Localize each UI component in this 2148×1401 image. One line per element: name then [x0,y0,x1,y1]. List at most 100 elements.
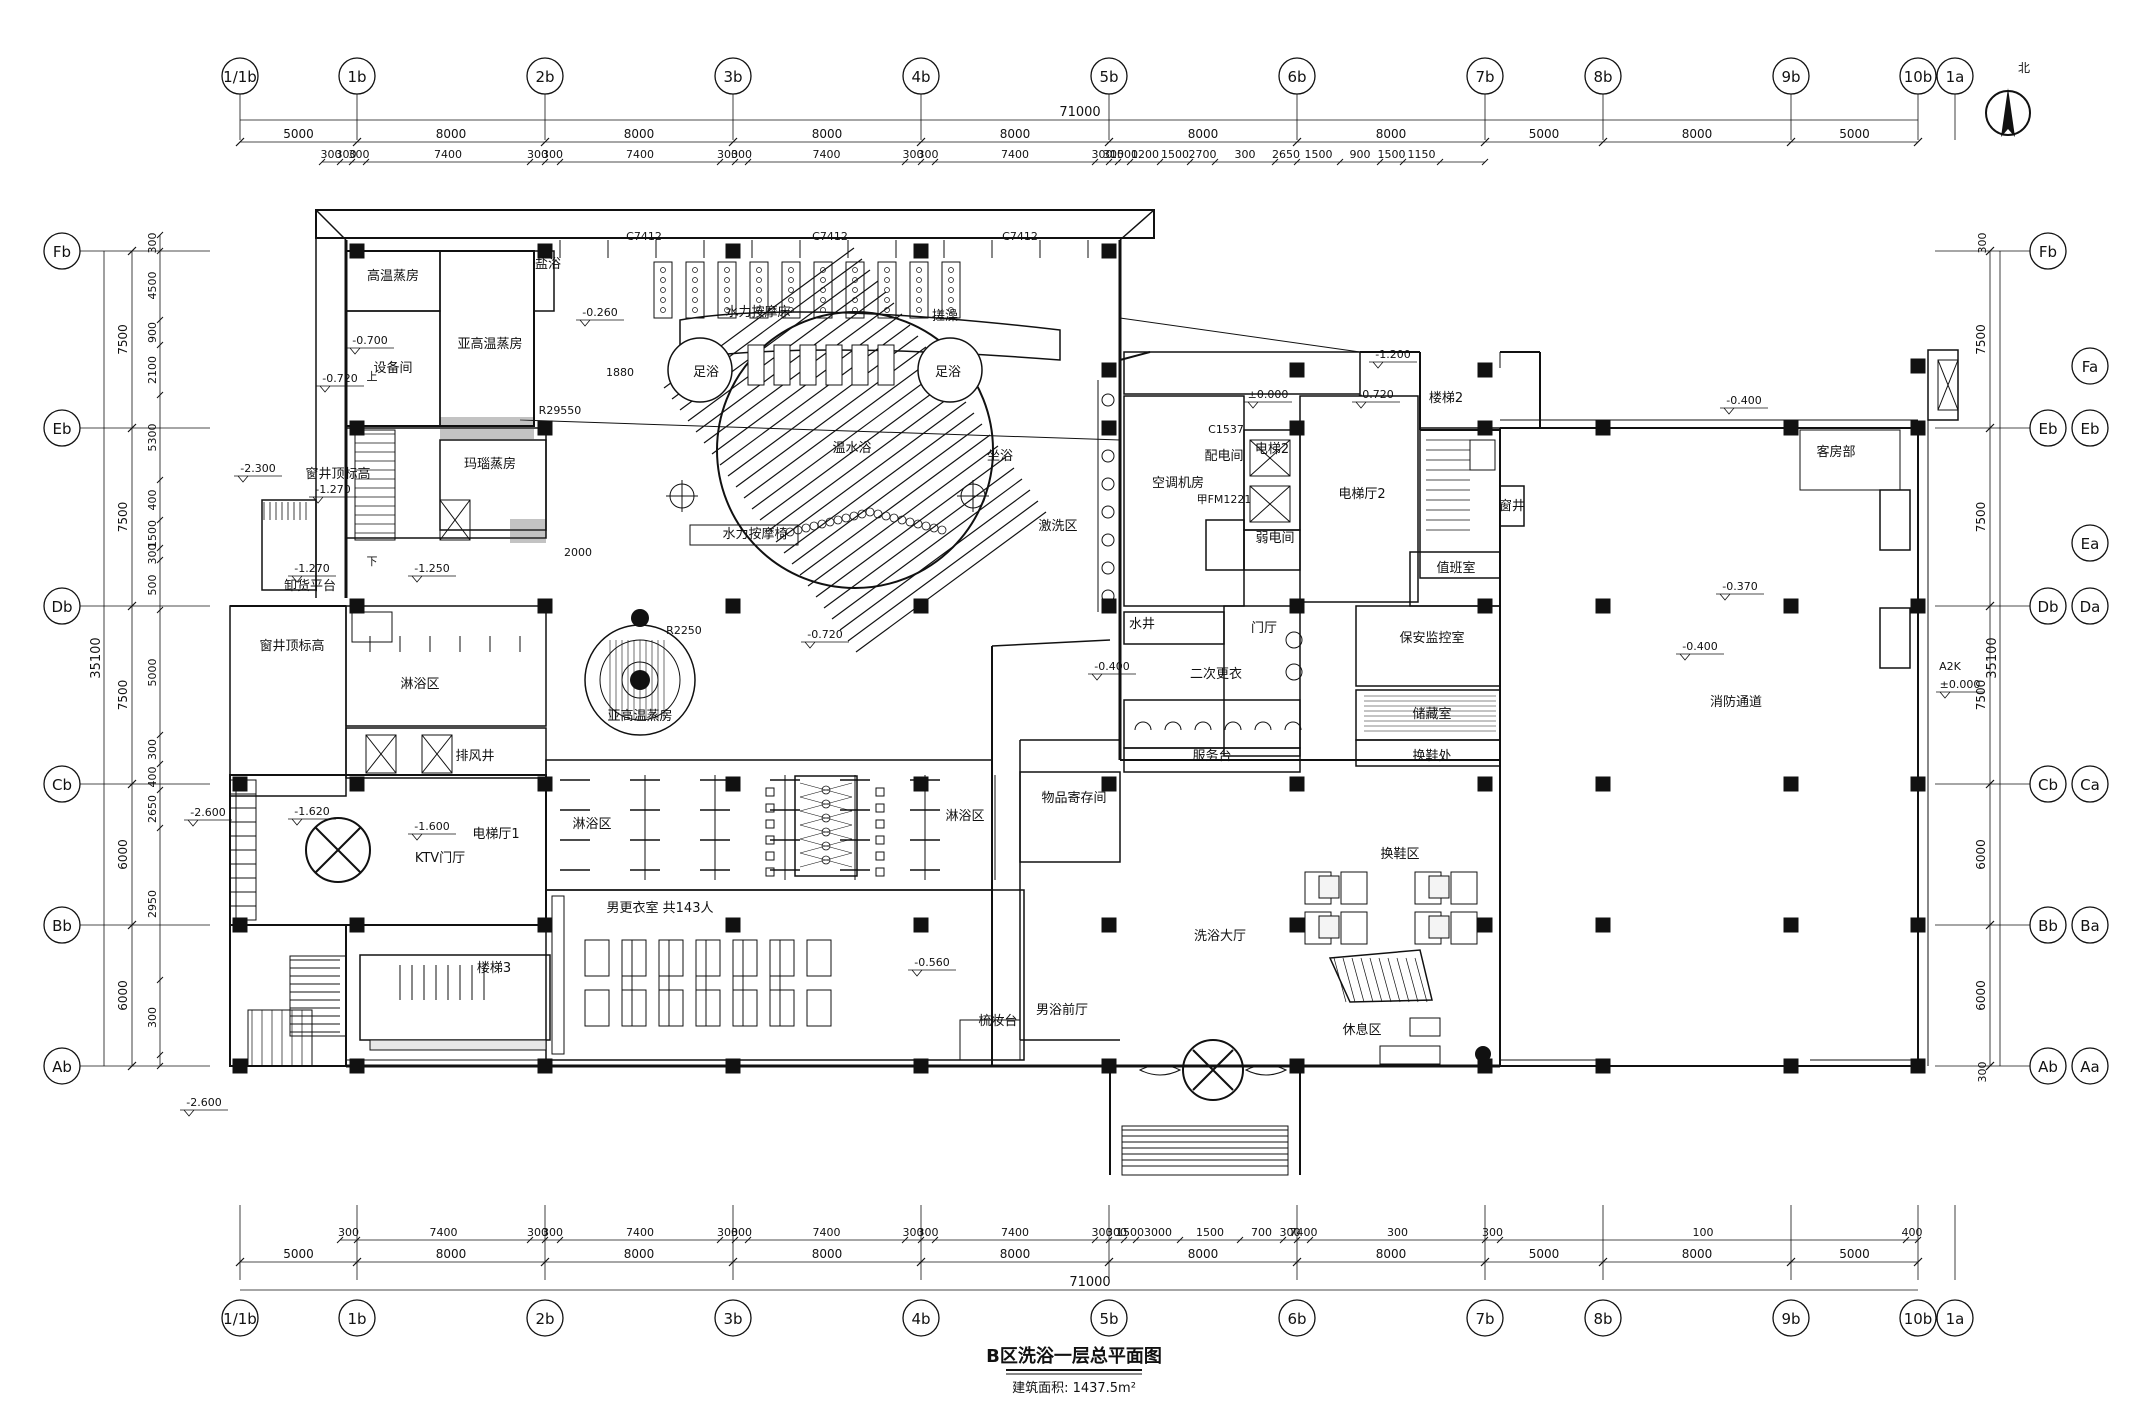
room-label-foot-bath-right: 足浴 [935,365,961,380]
scrub-nozzle [821,813,831,823]
dimension-tick [318,158,326,166]
column [1101,362,1117,378]
column [1101,243,1117,259]
rinse-basin [1101,393,1115,407]
locker-divider [658,939,670,1027]
plant [1285,631,1303,649]
room-label-guest-room-dept: 客房部 [1816,444,1855,460]
grid-bubble-bottom [1936,1299,1974,1337]
dimension-tick [352,137,362,147]
jet [820,297,826,303]
hydro-massage-bed-unit [717,261,737,319]
dimension-tick [156,544,164,552]
revolving-door-blade [1192,1049,1234,1091]
grid-label-right-b: Eb [2039,420,2058,438]
dimension-tick [917,1236,925,1244]
dimension-tick [526,1236,534,1244]
wall-line [1119,351,1151,361]
grid-label-left: Bb [52,917,72,935]
dimension-text: 6000 [1974,839,1988,870]
elevation-triangle [183,1109,195,1117]
dimension-text: 300 [542,1226,563,1239]
shoe-change-box [1355,739,1501,767]
plan-note: C7412 [1002,230,1038,243]
jet [756,297,762,303]
dimension-tick [348,158,356,166]
dimension-tick [235,137,245,147]
column [1289,420,1305,436]
room-label-shoe-change-area: 换鞋区 [1380,846,1419,862]
title-block: B区洗浴一层总平面图 建筑面积: 1437.5m² [986,1345,1162,1396]
grid-label-bottom: 8b [1593,1310,1612,1328]
dimension-tick [556,1236,564,1244]
jet [788,287,794,293]
elevation-triangle [911,969,923,977]
dimension-text: 3000 [1144,1226,1172,1239]
entry-canopy [1138,1064,1182,1076]
dimension-tick [156,247,164,255]
room-label-jade-sauna: 玛瑙蒸房 [464,456,516,472]
grid-label-bottom: 2b [535,1310,554,1328]
dimension-tick [1120,1236,1128,1244]
dimension-text: 5300 [146,424,159,452]
rest-table [1409,1017,1441,1037]
spiral-tread [1405,957,1419,1003]
grid-label-right-a: Ca [2080,776,2100,794]
elevation-triangle [349,347,361,355]
grid-bubble-top [526,57,564,95]
jet [948,277,954,283]
grid-label-left: Eb [53,420,72,438]
plan-note: 2000 [564,546,592,559]
massage-chair [905,517,915,527]
dimension-text: 400 [146,490,159,511]
grid-label-top: 9b [1781,68,1800,86]
north-label: 北 [2018,61,2030,75]
grid-label-right-b: Ab [2038,1058,2058,1076]
jet [660,267,666,273]
grid-bubble-bottom [714,1299,752,1337]
dimension-text: 2100 [146,356,159,384]
dimension-tick [1902,1236,1910,1244]
grid-label-left: Db [51,598,72,616]
grid-bubble-right-a [2071,347,2109,385]
dimension-text: 300 [1092,1226,1113,1239]
elevation-triangle [411,833,423,841]
elevation-triangle [1355,401,1367,409]
bench-seat [1284,721,1302,731]
dimension-text: 7500 [116,324,130,355]
massage-chair [849,511,859,521]
hydro-massage-bed-unit [909,261,929,319]
dimension-text: 7500 [116,680,130,711]
dimension-tick [541,158,549,166]
column [913,243,929,259]
dimension-tick [728,1257,738,1267]
dimension-text: 1500 [1378,148,1406,161]
coffee-table [1318,915,1340,939]
grid-bubble-bottom [221,1299,259,1337]
dimension-tick [1104,137,1114,147]
dimension-tick [1132,1236,1140,1244]
room-label-power-room: 配电间 [1204,449,1243,464]
column [1477,776,1493,792]
dimension-tick [1126,158,1134,166]
room-label-window-well-top-2: 窗井顶标高 [259,638,324,654]
column [349,1058,365,1074]
chamfer-line [315,209,347,241]
dimension-tick [336,1236,344,1244]
plan-note: 上 [367,370,378,383]
column [913,776,929,792]
grid-label-top: 2b [535,68,554,86]
elevation-triangle [579,319,591,327]
stair-3-box [359,954,551,1041]
room-label-mens-front-hall: 男浴前厅 [1036,1002,1088,1018]
column [1910,776,1926,792]
jet [788,277,794,283]
dimension-text: 300 [918,148,939,161]
locker-bank [695,939,721,977]
dimension-text: 300 [146,233,159,254]
ktv-revolving-door [305,817,371,883]
column [1595,598,1611,614]
dimension-tick [353,1236,361,1244]
room-label-shower-area-3: 淋浴区 [945,809,984,824]
wall-line [799,838,853,854]
